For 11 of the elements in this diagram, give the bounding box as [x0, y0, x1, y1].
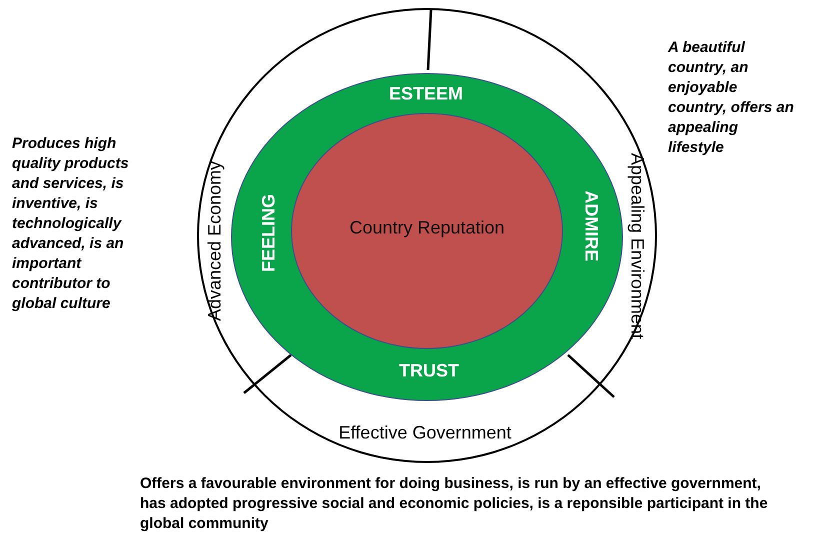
ring-label: TRUST [399, 360, 459, 382]
ring-label: FEELING [258, 194, 280, 272]
description-note: Produces high quality products and services, is inventive, is technologically advanced, is an important contributor to global culture [12, 134, 130, 314]
ring-label: Appealing Environment [626, 152, 648, 340]
ring-label: Effective Government [338, 422, 512, 444]
ring-label: Advanced Economy [204, 160, 226, 322]
ring-label: Country Reputation [349, 218, 505, 238]
ring-label: ADMIRE [580, 190, 602, 262]
description-note: Offers a favourable environment for doing business, is run by an effective government, has adopted progressive social and economic policies, is a reponsible participant in the global community [140, 474, 769, 534]
description-note: A beautiful country, an enjoyable country, offers an appealing lifestyle [668, 38, 795, 158]
ring-label: ESTEEM [389, 84, 463, 104]
